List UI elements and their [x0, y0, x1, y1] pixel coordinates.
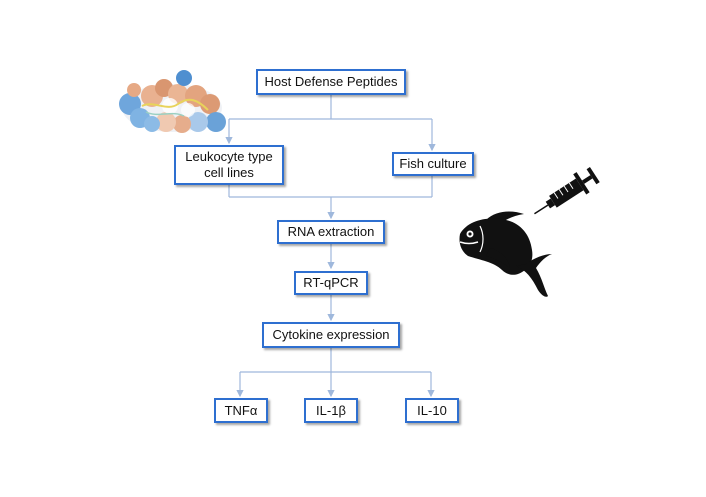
- node-cytokine-expression: Cytokine expression: [262, 322, 400, 348]
- node-tnf-alpha: TNFα: [214, 398, 268, 423]
- syringe-icon: [534, 167, 600, 215]
- node-fish-culture: Fish culture: [392, 152, 474, 176]
- node-host-defense-peptides: Host Defense Peptides: [256, 69, 406, 95]
- node-leukocyte-cell-lines: Leukocyte type cell lines: [174, 145, 284, 185]
- node-rt-qpcr: RT-qPCR: [294, 271, 368, 295]
- node-il-10: IL-10: [405, 398, 459, 423]
- fish-icon: [459, 211, 552, 297]
- protein-structure-icon: [119, 70, 226, 133]
- node-il-1-beta: IL-1β: [304, 398, 358, 423]
- node-rna-extraction: RNA extraction: [277, 220, 385, 244]
